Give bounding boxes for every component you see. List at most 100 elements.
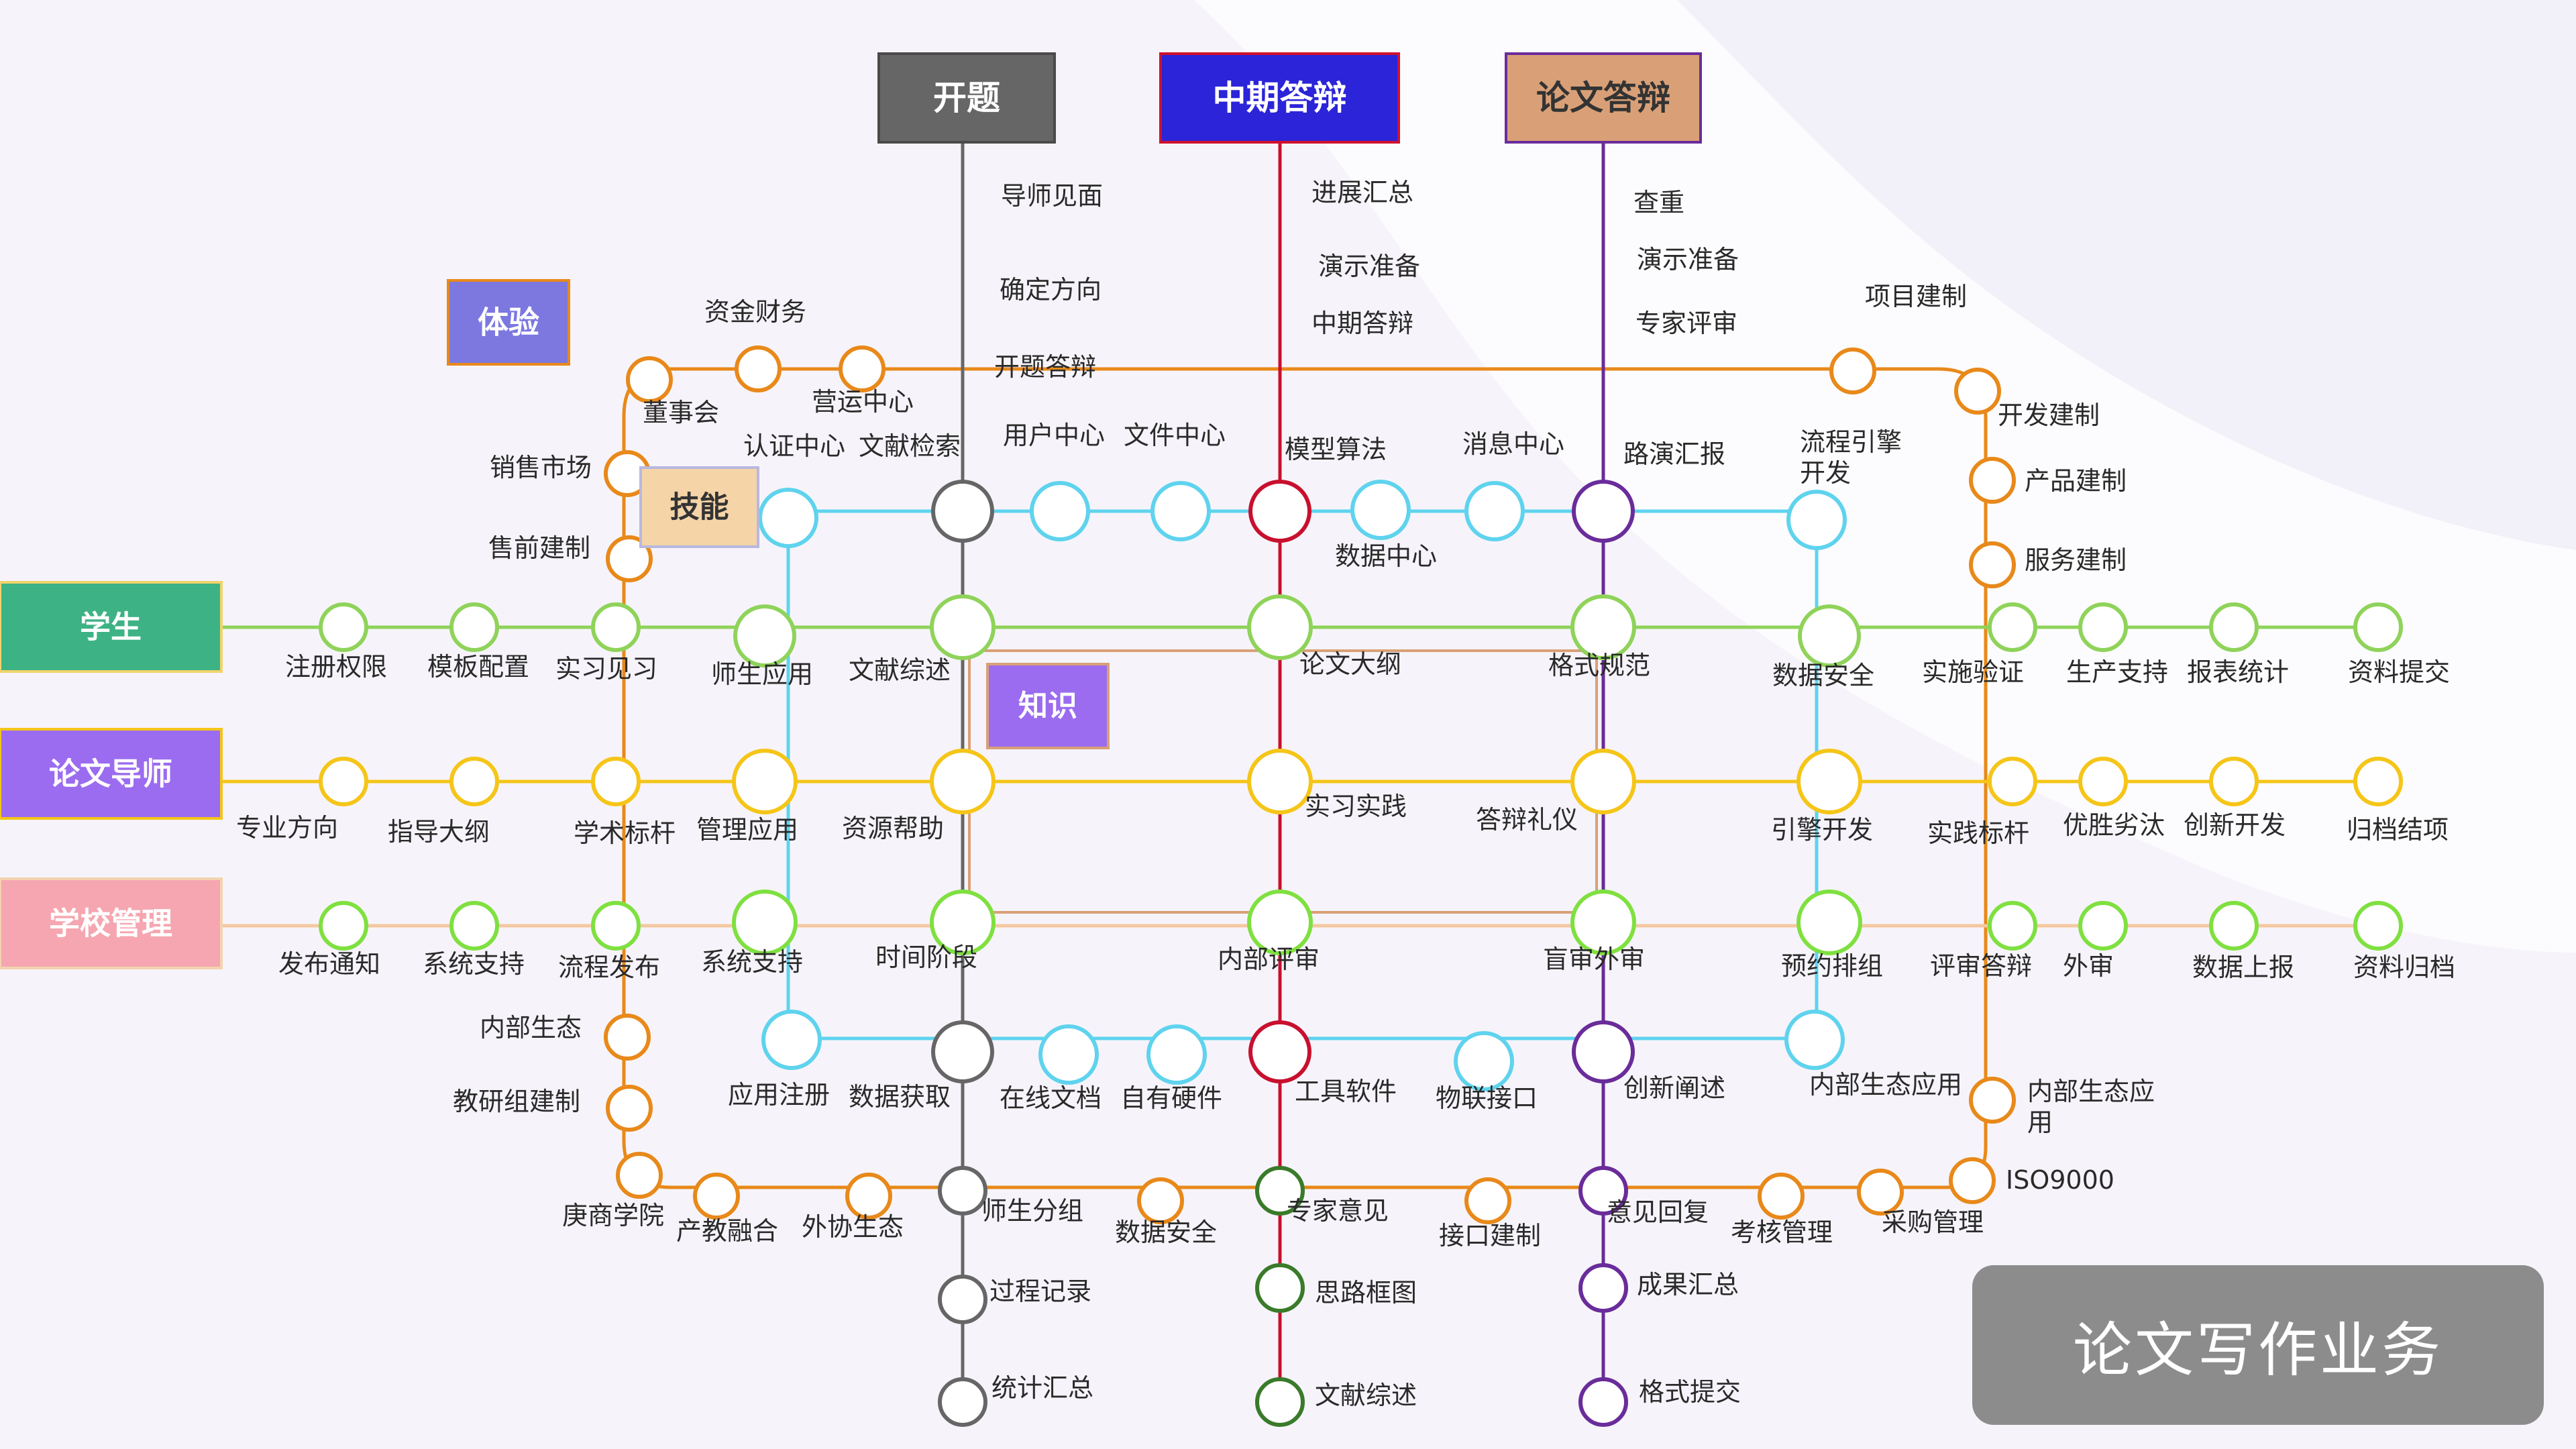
category-skill xyxy=(639,466,759,548)
phase-defense xyxy=(1505,52,1702,144)
experience-station xyxy=(1758,1173,1805,1220)
experience-station xyxy=(604,1014,651,1061)
school-interchange xyxy=(930,890,996,955)
category-knowledge xyxy=(986,663,1110,749)
station-label: 数据上报 xyxy=(2192,953,2294,982)
skill-station xyxy=(1784,1010,1845,1070)
station-label: 生产支持 xyxy=(2066,657,2168,687)
experience-station xyxy=(1954,368,2001,415)
skill-station xyxy=(1146,1024,1207,1085)
experience-station xyxy=(735,345,782,392)
category-advisor-label: 论文导师 xyxy=(49,756,172,792)
school-station xyxy=(591,901,641,951)
station-label: 数据中心 xyxy=(1335,541,1437,571)
station-label: 师生应用 xyxy=(711,659,813,689)
station-label: 引擎开发 xyxy=(1771,815,1873,845)
defense-station xyxy=(1578,1263,1628,1313)
station-label: 文件中心 xyxy=(1124,421,1226,450)
station-label: 考核管理 xyxy=(1731,1218,1833,1247)
school-station xyxy=(732,890,798,955)
experience-station xyxy=(606,1085,653,1132)
skill-station xyxy=(1350,480,1411,540)
station-label: 盲审外审 xyxy=(1543,945,1645,974)
station-label: 管理应用 xyxy=(696,815,798,845)
station-label: 系统支持 xyxy=(701,947,803,977)
station-label: 专业方向 xyxy=(236,813,338,843)
experience-station xyxy=(1857,1169,1904,1216)
category-knowledge-label: 知识 xyxy=(1018,689,1077,723)
category-boxes: 学生论文导师学校管理体验技能知识开题中期答辩论文答辩 xyxy=(0,52,1702,969)
phase-defense-label: 论文答辩 xyxy=(1536,78,1670,117)
station-label: 论文大纲 xyxy=(1299,649,1401,679)
station-label: 注册权限 xyxy=(285,652,387,682)
station-label: 资源帮助 xyxy=(842,814,944,843)
phase-midterm-label: 中期答辩 xyxy=(1213,78,1347,117)
midterm-station xyxy=(1255,1377,1305,1427)
proposal-interchange xyxy=(931,1020,994,1083)
skill-station xyxy=(1150,481,1211,541)
station-label: 文献综述 xyxy=(1315,1381,1417,1410)
advisor-station xyxy=(2353,757,2403,806)
station-label: 实习见习 xyxy=(555,654,657,684)
station-nodes xyxy=(319,345,2403,1427)
student-station xyxy=(1988,602,2037,652)
advisor-station xyxy=(1988,757,2037,806)
station-label: 师生分组 xyxy=(981,1196,1083,1226)
station-label: 实习实践 xyxy=(1305,792,1407,821)
page-title: 论文写作业务 xyxy=(1972,1265,2544,1425)
advisor-interchange xyxy=(1570,749,1636,814)
student-station xyxy=(591,602,641,652)
student-station xyxy=(2209,602,2259,652)
station-label: 认证中心 xyxy=(743,431,845,461)
station-label: 在线文档 xyxy=(1000,1083,1102,1113)
station-label: 中期答辩 xyxy=(1311,309,1413,338)
station-label: 学术标杆 xyxy=(574,818,676,848)
advisor-station xyxy=(1796,749,1862,814)
station-label: 报表统计 xyxy=(2187,657,2289,687)
station-label: 确定方向 xyxy=(1000,275,1102,305)
station-label: 营运中心 xyxy=(812,387,914,417)
station-label: 导师见面 xyxy=(1001,181,1103,211)
midterm-interchange xyxy=(1248,1020,1311,1083)
skill-station xyxy=(758,488,818,548)
advisor-station xyxy=(591,757,641,806)
experience-station xyxy=(1969,1077,2016,1124)
phase-midterm xyxy=(1159,52,1400,144)
experience-station xyxy=(1949,1157,1996,1204)
station-label: 实践标杆 xyxy=(1927,818,2029,848)
station-label: 庚商学院 xyxy=(562,1201,664,1230)
station-label: 资料归档 xyxy=(2353,953,2455,982)
station-label: 系统支持 xyxy=(423,949,525,979)
station-label: 董事会 xyxy=(643,398,719,427)
experience-station xyxy=(693,1173,740,1220)
station-label: 文献检索 xyxy=(859,431,961,461)
station-label: 产品建制 xyxy=(2025,466,2127,496)
station-label: ISO9000 xyxy=(2006,1165,2114,1195)
phase-proposal-label: 开题 xyxy=(933,78,1000,117)
student-station xyxy=(733,604,796,667)
station-label: 数据安全 xyxy=(1772,661,1874,690)
advisor-interchange xyxy=(1247,749,1313,814)
phase-proposal xyxy=(877,52,1056,144)
station-label: 内部生态 xyxy=(480,1013,582,1042)
station-label: 接口建制 xyxy=(1439,1221,1541,1250)
station-label: 模型算法 xyxy=(1285,435,1387,464)
station-label: 时间阶段 xyxy=(875,943,977,972)
school-interchange xyxy=(1247,890,1313,955)
station-label: 专家评审 xyxy=(1635,309,1737,338)
advisor-interchange xyxy=(930,749,996,814)
category-student xyxy=(0,581,223,673)
category-student-label: 学生 xyxy=(80,609,142,645)
proposal-station xyxy=(938,1275,987,1324)
proposal-station xyxy=(938,1377,987,1427)
student-station xyxy=(319,602,368,652)
station-label: 资料提交 xyxy=(2348,657,2450,687)
experience-station xyxy=(1969,541,2016,588)
school-station xyxy=(2353,901,2403,951)
station-label: 应用注册 xyxy=(728,1080,830,1110)
station-label: 答辩礼仪 xyxy=(1476,805,1578,835)
station-labels: 导师见面确定方向开题答辩进展汇总演示准备中期答辩查重演示准备专家评审资金财务营运… xyxy=(236,178,2455,1410)
proposal-interchange xyxy=(931,480,994,543)
category-experience-label: 体验 xyxy=(478,305,539,341)
